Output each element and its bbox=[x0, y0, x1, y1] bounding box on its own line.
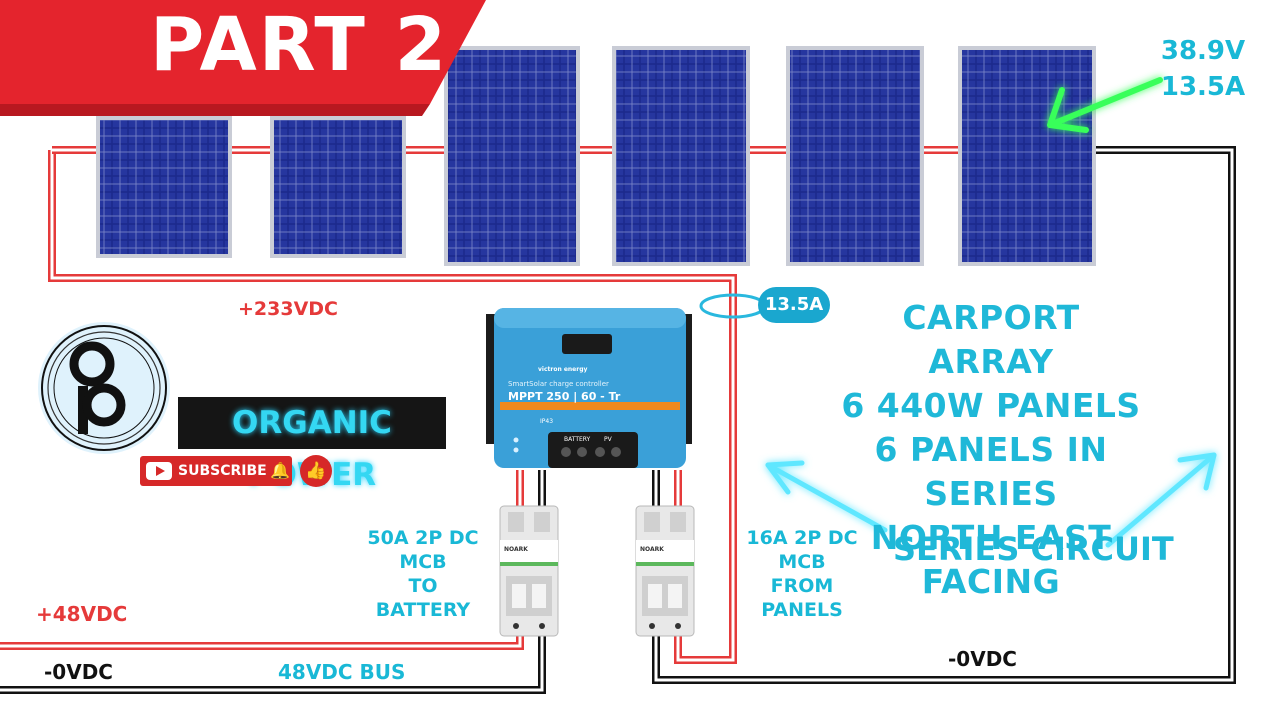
series-circuit-label: SERIES CIRCUIT bbox=[893, 530, 1174, 568]
part-title: PART 2 bbox=[150, 2, 449, 88]
solar-panel-4 bbox=[612, 46, 750, 266]
subscribe-label: SUBSCRIBE bbox=[178, 463, 267, 479]
carport-line-3: 6 PANELS IN SERIES bbox=[874, 430, 1108, 513]
battery-positive-label: +48VDC bbox=[36, 602, 128, 626]
green-arrow-icon bbox=[1047, 77, 1163, 133]
array-voltage: 38.9V bbox=[1160, 36, 1246, 66]
thumbs-up-icon[interactable]: 👍 bbox=[300, 455, 332, 487]
series-arrow-right-icon bbox=[1105, 452, 1217, 548]
bell-icon: 🔔 bbox=[270, 461, 290, 480]
controller-subtitle: SmartSolar charge controller bbox=[508, 380, 609, 388]
organic-power-logo bbox=[38, 322, 170, 454]
bus-label: 48VDC BUS bbox=[278, 660, 406, 684]
channel-name: ORGANIC POWER bbox=[178, 397, 446, 493]
controller-rating: IP43 bbox=[540, 418, 554, 425]
mppt-charge-controller bbox=[486, 308, 692, 468]
solar-panel-5 bbox=[786, 46, 924, 266]
solar-panel-1 bbox=[96, 116, 232, 258]
carport-info: CARPORT ARRAY 6 440W PANELS 6 PANELS IN … bbox=[836, 296, 1146, 604]
solar-panel-3 bbox=[444, 46, 580, 266]
play-icon bbox=[146, 462, 172, 480]
negative-left-label: -0VDC bbox=[44, 660, 113, 684]
controller-pv-terminal: PV bbox=[604, 436, 612, 443]
pv-positive-label: +233VDC bbox=[238, 298, 339, 320]
series-arrow-left-icon bbox=[765, 460, 888, 533]
panel-breaker-brand: NOARK bbox=[640, 546, 664, 553]
solar-panel-2 bbox=[270, 116, 406, 258]
panel-mcb-label: 16A 2P DC MCB FROM PANELS bbox=[746, 527, 858, 621]
controller-battery-terminal: BATTERY bbox=[564, 436, 591, 443]
subscribe-button[interactable]: SUBSCRIBE 🔔 bbox=[140, 456, 292, 486]
solar-panel-6 bbox=[958, 46, 1096, 266]
part-banner bbox=[0, 0, 486, 116]
battery-mcb-label: 50A 2P DC MCB TO BATTERY bbox=[367, 527, 479, 621]
negative-right-label: -0VDC bbox=[948, 647, 1017, 671]
carport-line-4: NORTH EAST FACING bbox=[870, 518, 1112, 601]
string-current-badge: 13.5A bbox=[758, 287, 830, 323]
controller-model: MPPT 250 | 60 - Tr bbox=[508, 390, 621, 403]
controller-brand: victron energy bbox=[538, 366, 588, 373]
carport-line-2: 6 440W PANELS bbox=[841, 386, 1141, 425]
panel-breaker bbox=[635, 505, 695, 637]
carport-line-1: CARPORT ARRAY bbox=[902, 298, 1080, 381]
array-current: 13.5A bbox=[1160, 72, 1246, 102]
battery-breaker bbox=[499, 505, 559, 637]
battery-breaker-brand: NOARK bbox=[504, 546, 528, 553]
